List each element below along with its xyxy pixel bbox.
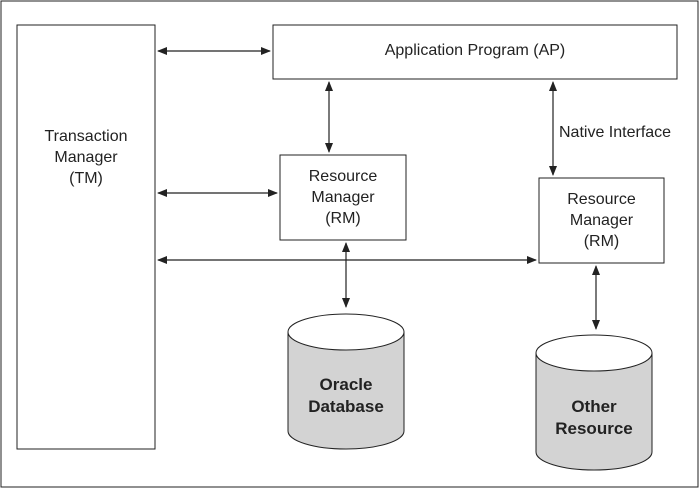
transaction-manager-line3: (TM) bbox=[69, 170, 103, 187]
oracle-database-label: Oracle Database bbox=[288, 374, 404, 418]
other-resource-label: Other Resource bbox=[536, 396, 652, 440]
oracle-database-line1: Oracle bbox=[319, 375, 373, 394]
resource-manager-left-line1: Resource bbox=[308, 168, 378, 185]
transaction-manager-label: Transaction Manager (TM) bbox=[17, 126, 155, 189]
resource-manager-right-line1: Resource bbox=[567, 191, 636, 208]
transaction-manager-line1: Transaction bbox=[44, 128, 128, 145]
resource-manager-right-line2: Manager bbox=[569, 212, 634, 229]
resource-manager-left-box bbox=[279, 154, 407, 241]
native-interface-label: Native Interface bbox=[559, 124, 672, 141]
resource-manager-left-line2: Manager bbox=[311, 189, 375, 206]
oracle-database-line2: Database bbox=[308, 397, 384, 416]
resource-manager-right-box bbox=[538, 177, 665, 264]
resource-manager-right-label: Resource Manager (RM) bbox=[539, 189, 664, 252]
resource-manager-left-line3: (RM) bbox=[325, 210, 361, 227]
resource-manager-right-line3: (RM) bbox=[583, 233, 620, 250]
oracle-database-cylinder bbox=[287, 313, 405, 450]
application-program-label: Application Program (AP) bbox=[384, 42, 566, 59]
other-resource-line2: Resource bbox=[555, 419, 633, 438]
application-program-box bbox=[272, 24, 678, 80]
transaction-manager-line2: Manager bbox=[54, 149, 118, 166]
resource-manager-left-label: Resource Manager (RM) bbox=[280, 166, 406, 229]
transaction-manager-box bbox=[16, 24, 156, 450]
other-resource-line1: Other bbox=[571, 397, 617, 416]
other-resource-cylinder bbox=[535, 334, 653, 471]
